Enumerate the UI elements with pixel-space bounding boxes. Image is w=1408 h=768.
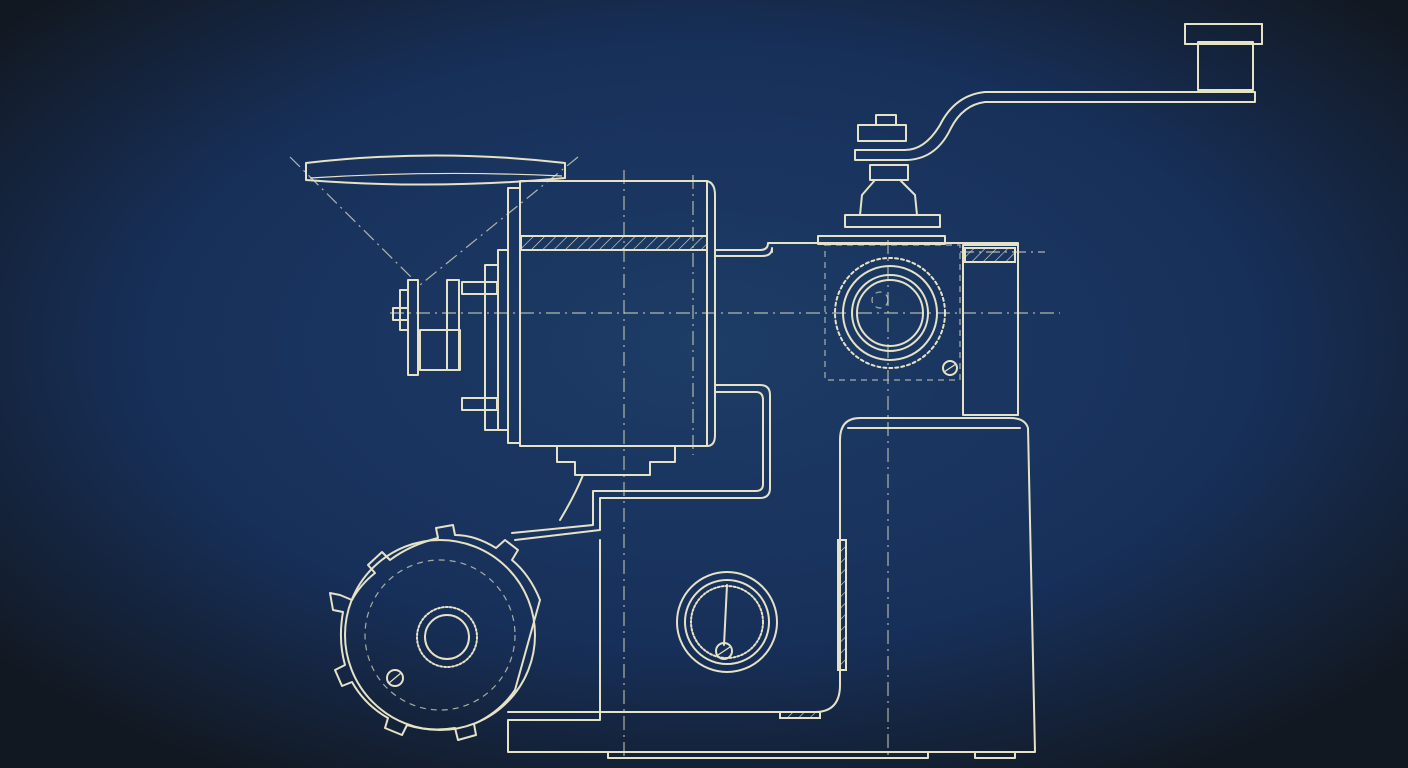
hopper-tray (305, 154, 566, 186)
motor-housing (392, 180, 716, 521)
front-dial (676, 571, 778, 673)
crank-handle (817, 23, 1263, 245)
lower-gear (329, 524, 541, 741)
pipe (511, 384, 771, 541)
gear-dial (834, 257, 958, 376)
machine-body (507, 242, 1036, 759)
